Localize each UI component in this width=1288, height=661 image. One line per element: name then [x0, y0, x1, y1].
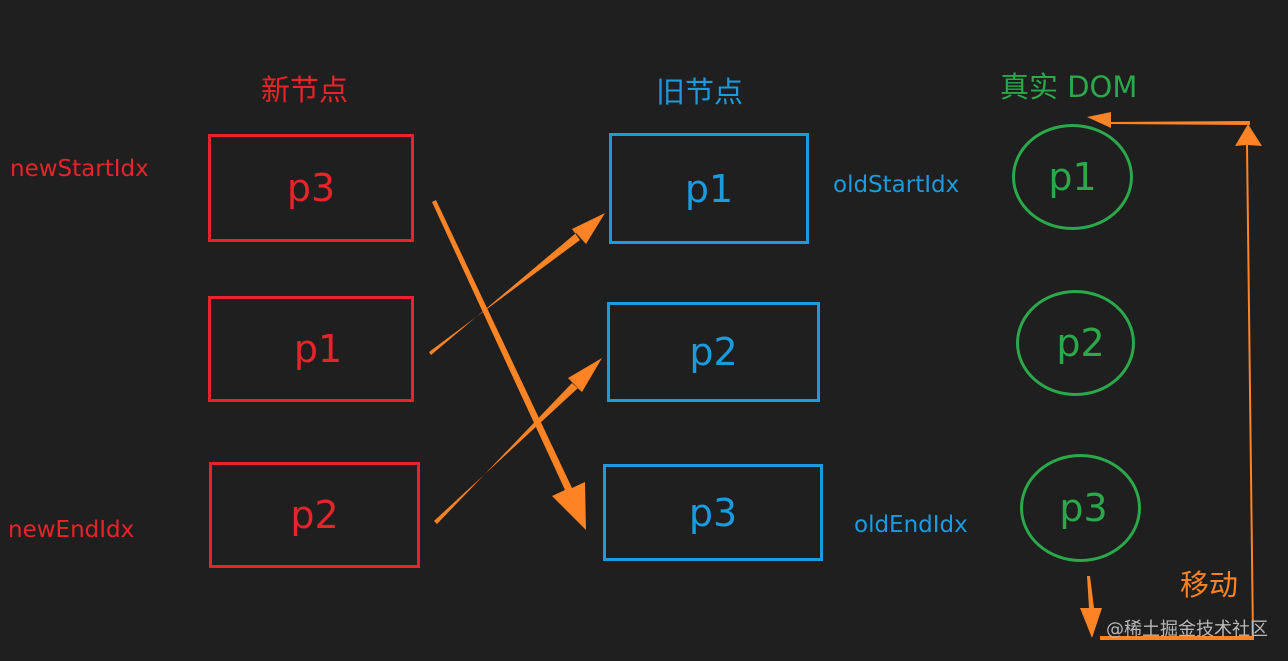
move-arrow-down — [1080, 576, 1102, 638]
old-nodes-header: 旧节点 — [656, 75, 744, 109]
old-node-label: p1 — [684, 166, 734, 211]
old-node-box: p2 — [607, 302, 820, 402]
new-end-idx-label: newEndIdx — [8, 517, 135, 543]
arrow-new-p1-to-old-p1 — [429, 213, 605, 355]
old-node-box: p1 — [609, 133, 809, 244]
new-node-box: p1 — [208, 296, 414, 402]
watermark: @稀土掘金技术社区 — [1106, 619, 1268, 640]
dom-node-label: p3 — [1059, 486, 1108, 530]
dom-node-circle: p2 — [1016, 290, 1135, 396]
arrow-new-p2-to-old-p2 — [434, 358, 602, 524]
new-node-label: p3 — [286, 166, 336, 210]
old-node-label: p2 — [689, 330, 738, 374]
new-node-label: p1 — [293, 327, 343, 371]
real-dom-header: 真实 DOM — [1000, 70, 1138, 104]
dom-node-label: p2 — [1056, 321, 1105, 365]
old-start-idx-label: oldStartIdx — [833, 172, 960, 198]
new-node-box: p3 — [208, 134, 414, 242]
new-node-label: p2 — [290, 493, 339, 537]
move-line-bottom — [1100, 636, 1254, 640]
dom-node-circle: p3 — [1020, 454, 1141, 562]
arrow-new-p3-to-old-p3 — [432, 200, 586, 530]
move-label: 移动 — [1180, 568, 1239, 602]
move-arrow-up — [1235, 124, 1262, 638]
old-node-box: p3 — [603, 464, 823, 561]
old-end-idx-label: oldEndIdx — [854, 512, 968, 538]
new-node-box: p2 — [209, 462, 420, 568]
dom-node-label: p1 — [1048, 155, 1097, 199]
old-node-label: p3 — [688, 490, 738, 535]
dom-node-circle: p1 — [1012, 124, 1133, 230]
move-arrow-left — [1087, 112, 1250, 128]
new-nodes-header: 新节点 — [261, 73, 349, 107]
new-start-idx-label: newStartIdx — [10, 156, 149, 182]
